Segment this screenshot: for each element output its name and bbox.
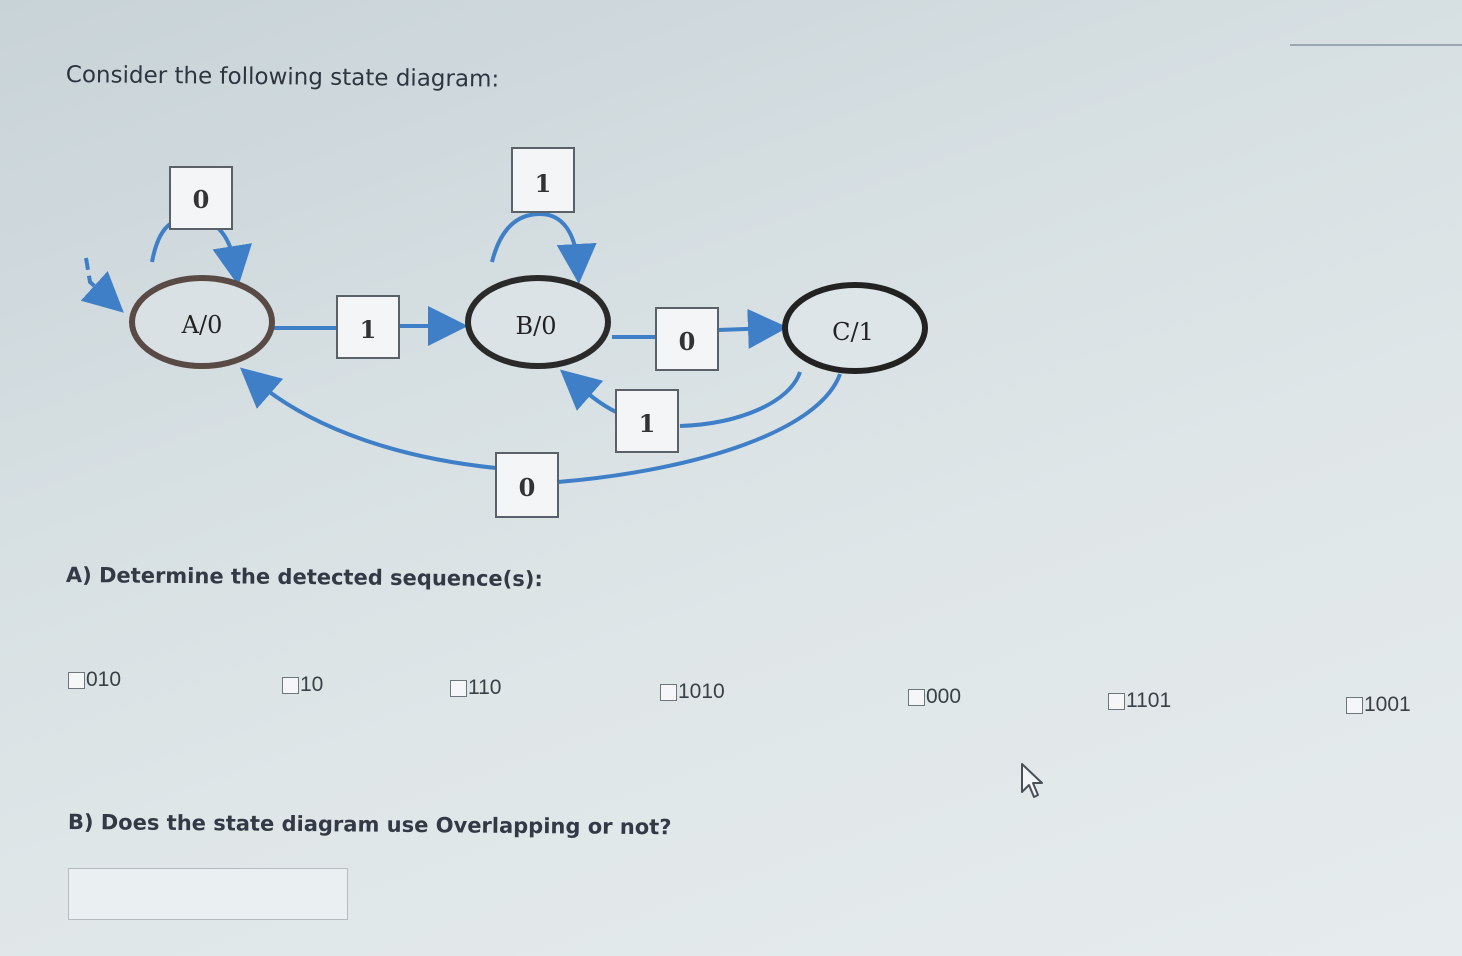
option-1001-label: 1001 (1364, 693, 1411, 716)
header-divider (1290, 44, 1462, 46)
svg-text:1: 1 (639, 409, 656, 438)
state-a: A/0 (129, 275, 275, 369)
option-1101[interactable]: 1101 (1108, 689, 1171, 713)
state-b: B/0 (465, 275, 611, 369)
option-1010-checkbox[interactable] (660, 683, 677, 701)
svg-text:1: 1 (360, 315, 377, 344)
edge-c-to-b (679, 371, 802, 428)
edge-c-to-a (557, 373, 842, 484)
option-1001-checkbox[interactable] (1346, 696, 1363, 714)
transition-label-c-to-b: 1 (615, 389, 679, 453)
option-010-checkbox[interactable] (68, 671, 85, 689)
option-1101-label: 1101 (1126, 689, 1172, 712)
state-b-label: B/0 (516, 312, 557, 340)
svg-text:0: 0 (193, 185, 210, 214)
option-1001[interactable]: 1001 (1346, 693, 1411, 717)
state-a-label: A/0 (181, 311, 223, 339)
transition-label-b-self: 1 (511, 147, 575, 213)
option-10-checkbox[interactable] (282, 676, 299, 694)
state-c-label: C/1 (832, 318, 874, 346)
option-1010-label: 1010 (678, 680, 725, 703)
option-000-checkbox[interactable] (908, 688, 925, 706)
self-loop-b (490, 211, 597, 284)
edge-c-to-a-head (239, 367, 497, 470)
option-010-label: 010 (86, 668, 122, 691)
option-110[interactable]: 110 (450, 676, 501, 700)
state-c: C/1 (782, 282, 928, 374)
transition-label-a-to-b: 1 (336, 295, 400, 359)
edge-c-to-b-head (559, 369, 617, 414)
option-000[interactable]: 000 (908, 685, 961, 709)
option-110-label: 110 (468, 676, 502, 699)
option-000-label: 000 (926, 685, 962, 708)
option-1010[interactable]: 1010 (660, 680, 725, 704)
option-10-label: 10 (300, 673, 324, 696)
option-010[interactable]: 010 (68, 668, 121, 692)
answer-b-input[interactable] (68, 868, 348, 920)
mouse-pointer-icon (1021, 763, 1043, 798)
svg-text:1: 1 (535, 169, 552, 198)
svg-text:0: 0 (679, 327, 696, 356)
question-a-heading: A) Determine the detected sequence(s): (65, 563, 543, 592)
transition-label-a-self: 0 (169, 166, 233, 230)
option-1101-checkbox[interactable] (1108, 692, 1125, 710)
edge-b-to-c-head (717, 308, 788, 349)
transition-label-c-to-a: 0 (495, 452, 559, 518)
transition-label-b-to-c: 0 (655, 307, 719, 371)
svg-text:0: 0 (519, 473, 536, 502)
initial-arrow (80, 257, 124, 313)
option-10[interactable]: 10 (282, 673, 323, 697)
option-110-checkbox[interactable] (450, 679, 467, 697)
